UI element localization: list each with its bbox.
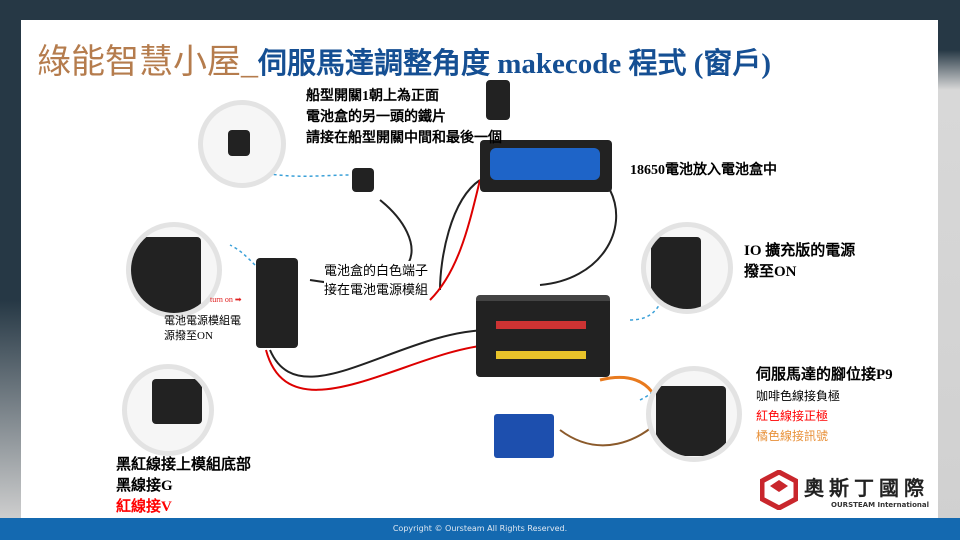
company-logo: 奧斯丁國際 OURSTEAM International (760, 470, 929, 510)
switch-note-line2: 電池盒的另一頭的鐵片 (306, 110, 446, 125)
battery-note: 18650電池放入電池盒中 (630, 163, 777, 178)
hexagon-logo-icon (760, 470, 798, 510)
switch-note-line1: 船型開關1朝上為正面 (306, 89, 439, 104)
title-part1: 綠能智慧小屋_ (37, 44, 258, 81)
battery-terminal-line2: 接在電池電源模組 (324, 282, 429, 297)
slide-right-edge (938, 0, 960, 540)
slide-title: 綠能智慧小屋_伺服馬達調整角度 makecode 程式 (窗戶) (37, 34, 771, 83)
power-module-image (256, 258, 298, 348)
battery-holder-image (480, 140, 612, 192)
bottom-left-line2: 黑線接G (116, 478, 173, 494)
footer-copyright: Copyright © Oursteam All Rights Reserved… (0, 518, 960, 540)
bottom-left-line3: 紅線接V (116, 499, 172, 515)
small-switch-image (352, 168, 374, 192)
servo-note-title: 伺服馬達的腳位接P9 (756, 367, 893, 383)
io-board-note: IO 擴充版的電源 撥至ON (744, 241, 855, 283)
power-module-note: 電池電源模組電 源撥至ON (164, 314, 241, 344)
title-part2: 伺服馬達調整角度 makecode 程式 (窗戶) (258, 48, 772, 80)
power-module-line2: 源撥至ON (164, 330, 213, 342)
servo-motor-image (494, 414, 554, 458)
battery-terminal-note: 電池盒的白色端子 接在電池電源模組 (324, 261, 429, 299)
io-board-note-line1: IO 擴充版的電源 (744, 243, 856, 259)
arrow-right-icon: ➡ (234, 295, 242, 304)
battery-terminal-line1: 電池盒的白色端子 (324, 263, 429, 278)
rocker-switch-image (486, 80, 510, 120)
switch-note: 船型開關1朝上為正面 電池盒的另一頭的鐵片 請接在船型開關中間和最後一個 (306, 86, 502, 149)
servo-note-red: 紅色線接正極 (756, 409, 829, 423)
power-module-closeup-photo (126, 222, 222, 318)
servo-pins-closeup-photo (646, 366, 742, 462)
bottom-left-note: 黑紅線接上模組底部 黑線接G 紅線接V (116, 455, 251, 518)
slide-left-edge (0, 300, 21, 520)
io-board-closeup-photo (641, 222, 733, 314)
turn-on-label: turn on ➡ (210, 295, 242, 305)
switch-closeup-photo (198, 100, 286, 188)
switch-note-line3: 請接在船型開關中間和最後一個 (306, 131, 502, 146)
bottom-left-line1: 黑紅線接上模組底部 (116, 457, 252, 473)
io-board-note-line2: 撥至ON (744, 264, 797, 280)
servo-note-orange: 橘色線接訊號 (756, 429, 829, 443)
servo-note: 伺服馬達的腳位接P9 咖啡色線接負極 紅色線接正極 橘色線接訊號 (756, 365, 893, 446)
turn-on-text: turn on (210, 295, 233, 304)
io-expansion-board-image (476, 295, 610, 377)
servo-note-brown: 咖啡色線接負極 (756, 389, 841, 403)
logo-english-name: OURSTEAM International (831, 500, 929, 509)
logo-chinese-name: 奧斯丁國際 (804, 475, 929, 500)
power-module-line1: 電池電源模組電 (164, 315, 241, 327)
module-bottom-closeup-photo (122, 364, 214, 456)
